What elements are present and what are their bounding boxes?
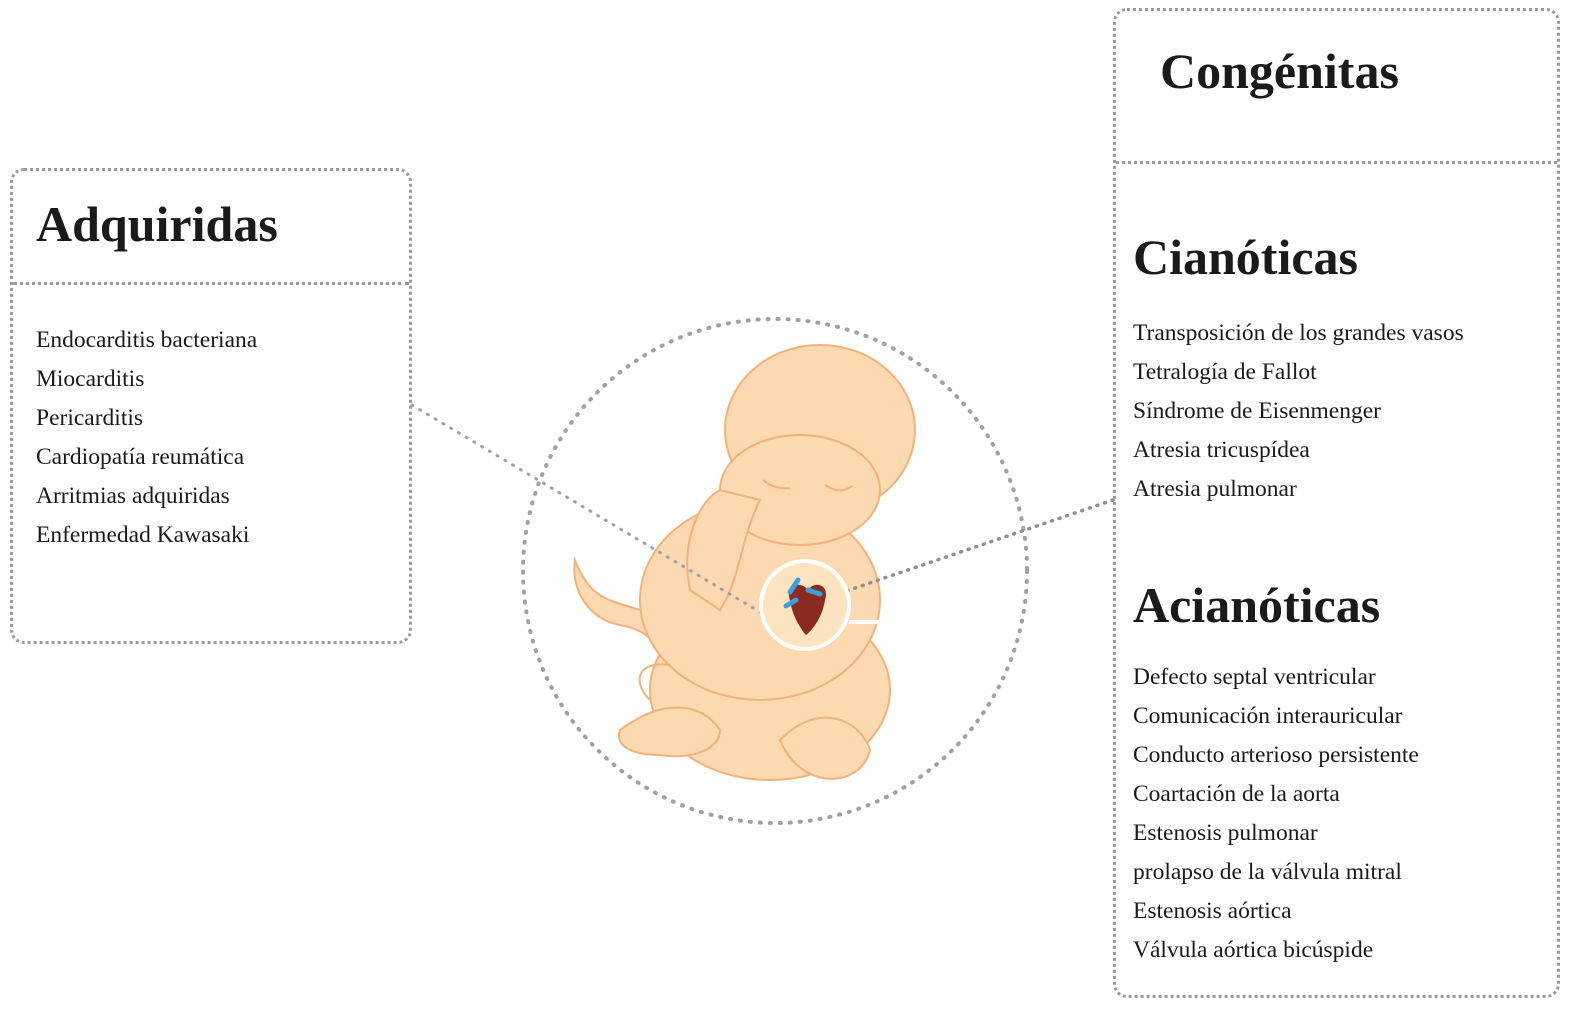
list-item: Estenosis pulmonar (1133, 820, 1318, 846)
acyanotic-title: Acianóticas (1133, 577, 1381, 633)
acquired-title: Adquiridas (36, 196, 278, 252)
list-item: Conducto arterioso persistente (1133, 742, 1419, 768)
connector-left (410, 403, 767, 617)
fetus-icon (573, 344, 916, 781)
list-item: Atresia tricuspídea (1133, 437, 1310, 463)
list-item: Cardiopatía reumática (36, 444, 245, 470)
list-item: Estenosis aórtica (1133, 898, 1292, 924)
divider (1116, 161, 1557, 164)
list-item: Tetralogía de Fallot (1133, 359, 1317, 385)
list-item: Comunicación interauricular (1133, 703, 1403, 729)
list-item: Enfermedad Kawasaki (36, 522, 250, 548)
congenital-title: Congénitas (1160, 43, 1399, 99)
connector-right (818, 498, 1115, 602)
fetus-dotted-circle (521, 317, 1029, 825)
eye-lines (762, 479, 853, 492)
heart-icon (783, 577, 827, 635)
list-item: Pericarditis (36, 405, 144, 431)
list-item: Atresia pulmonar (1133, 476, 1297, 502)
list-item: Defecto septal ventricular (1133, 664, 1376, 690)
acquired-panel (10, 168, 412, 644)
cyanotic-list: Transposición de los grandes vasos Tetra… (1133, 314, 1464, 509)
list-item: Endocarditis bacteriana (36, 327, 258, 353)
acquired-list: Endocarditis bacteriana Miocarditis Peri… (36, 321, 257, 555)
list-item: Miocarditis (36, 366, 145, 392)
list-item: Síndrome de Eisenmenger (1133, 398, 1381, 424)
list-item: Arritmias adquiridas (36, 483, 230, 509)
cyanotic-title: Cianóticas (1133, 229, 1358, 285)
acyanotic-list: Defecto septal ventricular Comunicación … (1133, 658, 1419, 970)
list-item: Transposición de los grandes vasos (1133, 320, 1464, 346)
list-item: Coartación de la aorta (1133, 781, 1340, 807)
list-item: Válvula aórtica bicúspide (1133, 937, 1374, 963)
divider (13, 282, 409, 285)
congenital-panel (1113, 8, 1560, 998)
list-item: prolapso de la válvula mitral (1133, 859, 1402, 885)
